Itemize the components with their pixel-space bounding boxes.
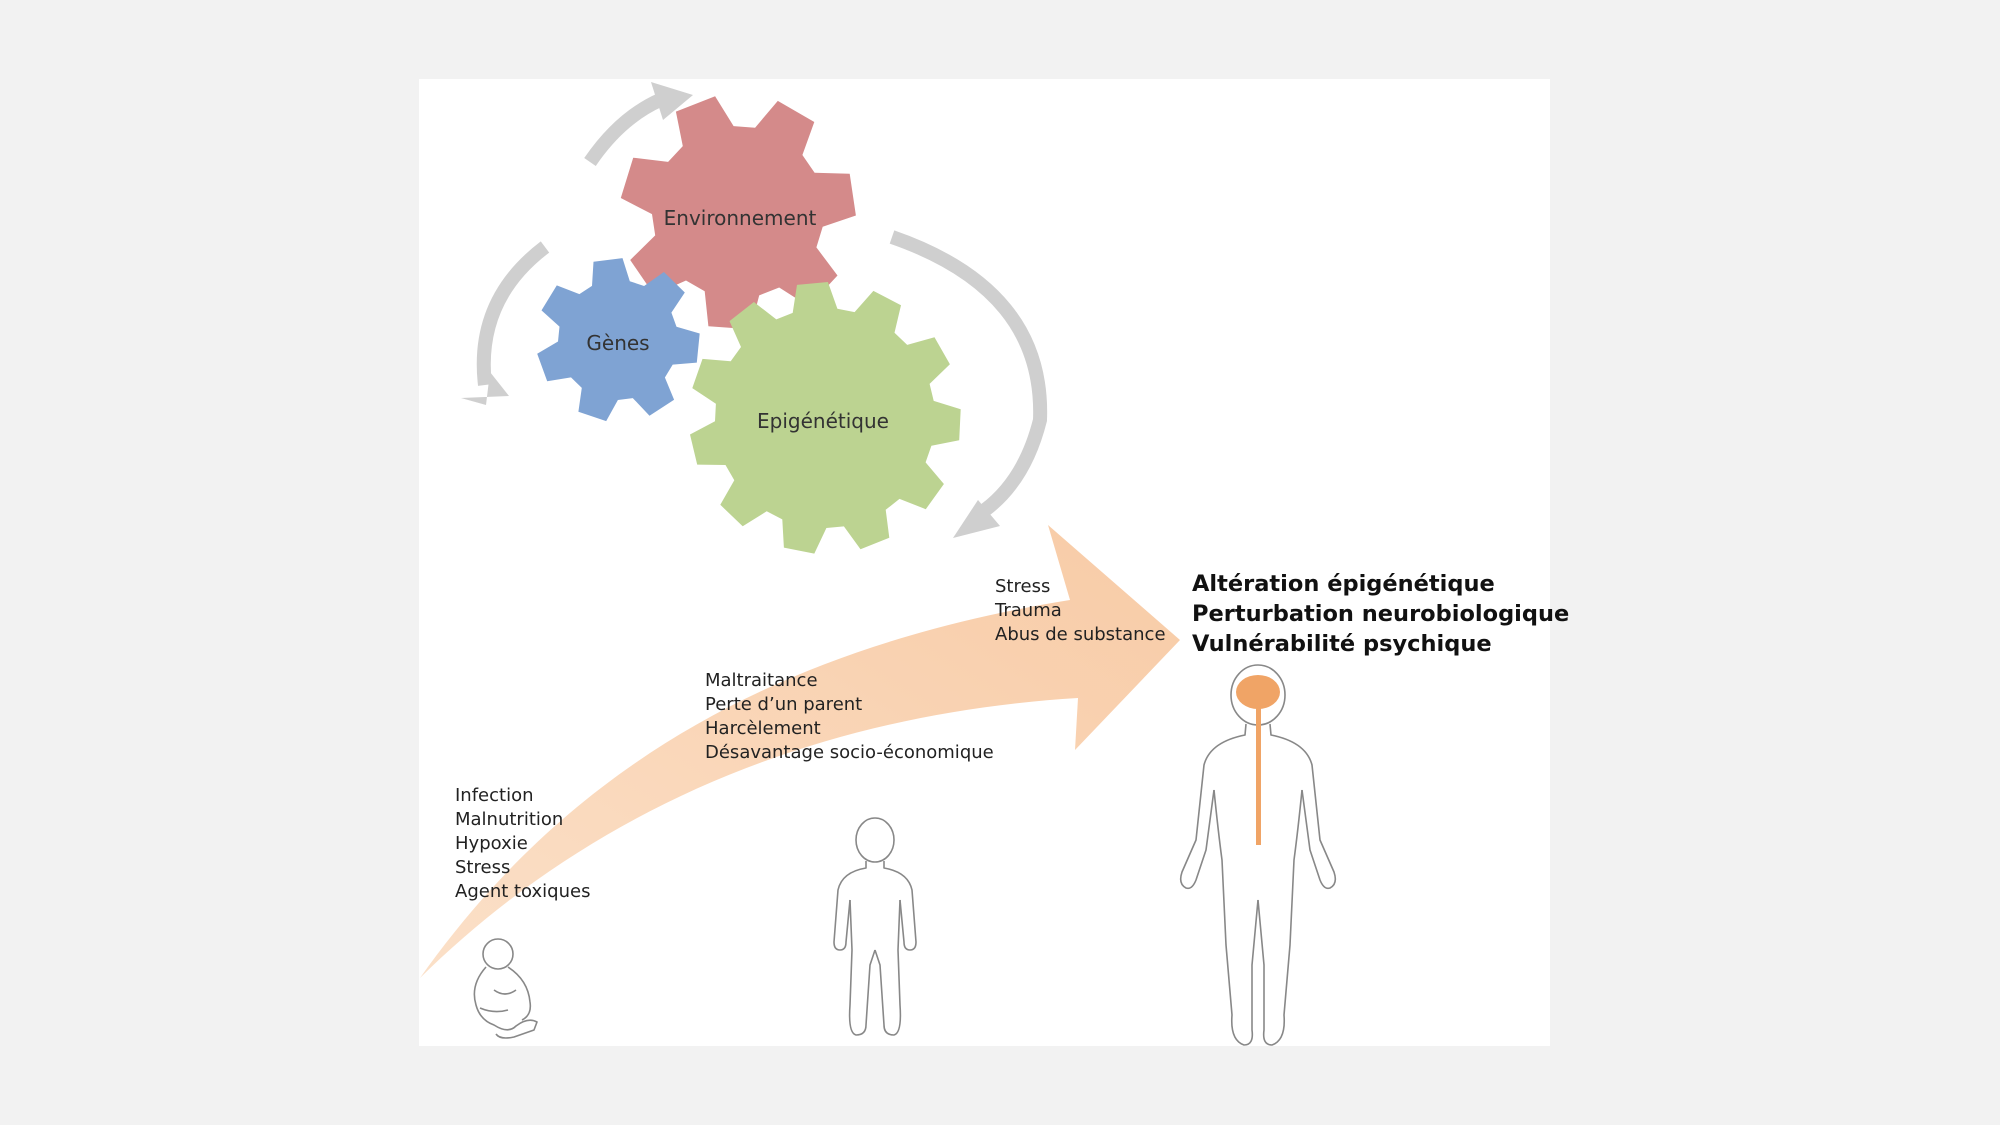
factor-item: Abus de substance xyxy=(995,624,1166,645)
cycle-arrowhead-left xyxy=(461,372,509,405)
cycle-arrow-left xyxy=(476,241,550,386)
adolescent-factors: Stress Trauma Abus de substance xyxy=(994,576,1166,645)
adult-outcomes: Altération épigénétique Perturbation neu… xyxy=(1192,571,1569,657)
factor-item: Infection xyxy=(455,785,534,806)
diagram-panel xyxy=(419,79,1550,1046)
outcome-item: Perturbation neurobiologique xyxy=(1192,601,1569,627)
gear-environment xyxy=(620,96,856,330)
gear-epigenetics xyxy=(690,282,961,554)
child-silhouette-icon xyxy=(833,817,917,1036)
factor-item: Stress xyxy=(455,857,510,878)
spinal-cord-shape xyxy=(1256,705,1261,845)
life-course-arrow xyxy=(420,525,1180,978)
factor-item: Perte d’un parent xyxy=(705,694,862,715)
adult-with-nervous-system-icon xyxy=(1179,664,1337,1046)
factor-item: Trauma xyxy=(994,600,1062,621)
outcome-item: Altération épigénétique xyxy=(1192,571,1495,597)
gear-label-epigenetics: Epigénétique xyxy=(757,409,889,433)
factor-item: Stress xyxy=(995,576,1050,597)
factor-item: Malnutrition xyxy=(455,809,563,830)
gear-label-genes: Gènes xyxy=(586,331,649,355)
factor-item: Harcèlement xyxy=(705,718,821,739)
factor-item: Hypoxie xyxy=(455,833,528,854)
cycle-arrowhead-top xyxy=(651,82,693,120)
cycle-arrowhead-right xyxy=(953,500,1000,538)
gear-label-environment: Environnement xyxy=(664,206,817,230)
cycle-arrows xyxy=(461,82,1048,538)
infant-factors: Infection Malnutrition Hypoxie Stress Ag… xyxy=(455,785,590,902)
brain-shape xyxy=(1236,675,1280,709)
factor-item: Maltraitance xyxy=(705,670,818,691)
cycle-arrow-right xyxy=(889,230,1048,516)
factor-item: Désavantage socio-économique xyxy=(705,742,994,763)
outcome-item: Vulnérabilité psychique xyxy=(1192,631,1492,657)
cycle-arrow-top xyxy=(584,93,663,166)
factor-item: Agent toxiques xyxy=(455,881,590,902)
gear-genes xyxy=(537,258,700,422)
child-factors: Maltraitance Perte d’un parent Harcèleme… xyxy=(705,670,994,763)
infant-silhouette-icon xyxy=(473,938,538,1039)
